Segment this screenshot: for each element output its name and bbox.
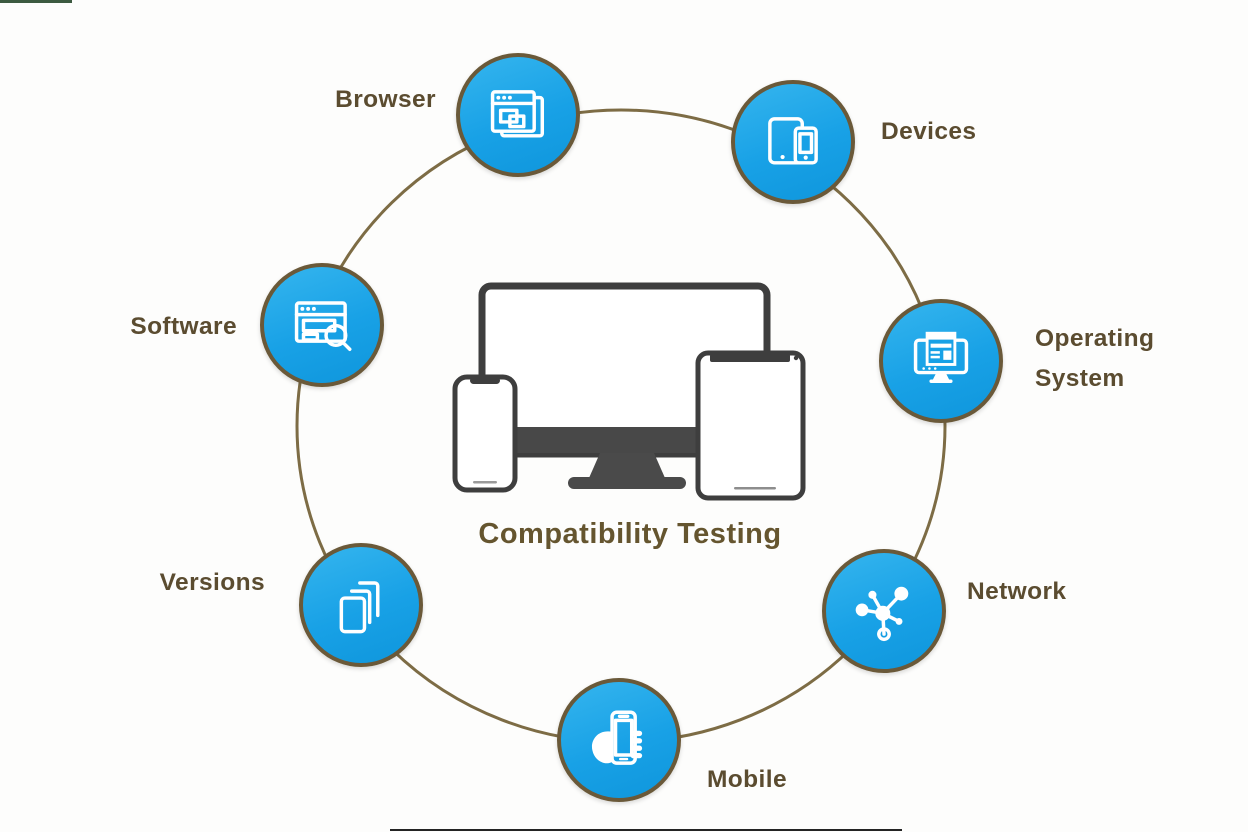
node-label-network: Network <box>967 578 1067 605</box>
node-label-software: Software <box>130 313 237 340</box>
desktop-os-icon <box>913 331 969 383</box>
node-label-operating-system: Operating System <box>1035 325 1155 392</box>
bottom-edge-line <box>390 829 902 831</box>
node-label-devices: Devices <box>881 118 977 145</box>
node-operating-system <box>879 299 1003 423</box>
node-label-browser: Browser <box>335 86 436 113</box>
node-devices <box>731 80 855 204</box>
node-label-versions: Versions <box>159 569 265 596</box>
tablet-phone-icon <box>768 117 818 165</box>
node-label-mobile: Mobile <box>707 766 787 793</box>
network-hub-icon <box>855 586 909 642</box>
node-browser <box>456 53 580 177</box>
node-mobile <box>557 678 681 802</box>
top-left-accent-bar <box>0 0 72 3</box>
diagram-title: Compatibility Testing <box>478 518 782 550</box>
node-network <box>822 549 946 673</box>
browser-windows-icon <box>490 90 545 138</box>
monitor-phone-tablet-illustration <box>452 282 806 501</box>
hand-holding-phone-icon <box>591 710 643 765</box>
stacked-versions-icon <box>339 581 380 634</box>
node-versions <box>299 543 423 667</box>
node-software <box>260 263 384 387</box>
window-magnifier-icon <box>294 301 352 352</box>
